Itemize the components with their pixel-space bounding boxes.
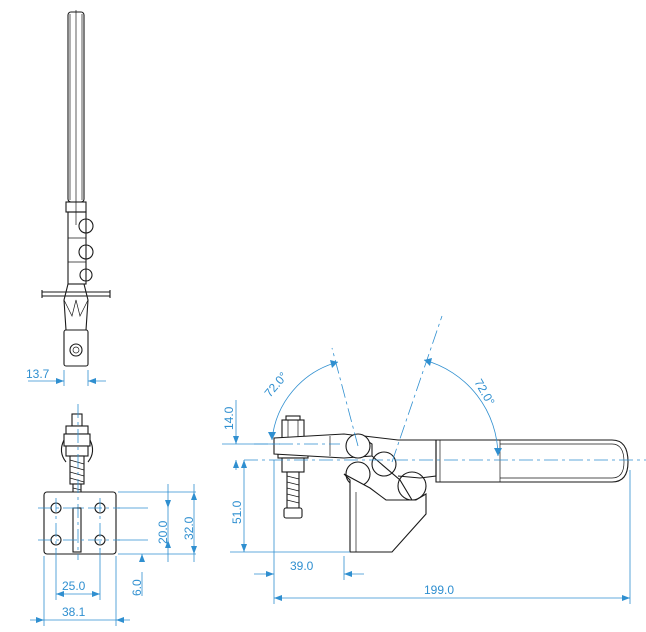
dim-base-length: 39.0 (290, 559, 314, 573)
side-view-mounting-base (343, 473, 427, 553)
dim-overall-length: 199.0 (424, 583, 454, 597)
front-view-bolt-top (71, 413, 83, 427)
dim-plate-hole-spacing-vertical: 20.0 (156, 520, 170, 544)
dim-plate-hole-offset: 6.0 (130, 579, 144, 596)
dim-plate-width: 38.1 (62, 605, 86, 619)
dim-plate-height: 32.0 (182, 516, 196, 540)
top-view: 13.7 (26, 10, 111, 386)
side-view-handle (435, 439, 629, 483)
dim-angle-left: 72.0° (262, 369, 291, 400)
side-view: 72.0° 72.0° 14.0 51.0 39.0 199.0 (222, 315, 646, 604)
side-view-clamp-bolt (281, 419, 305, 439)
dim-angle-right: 72.0° (471, 377, 497, 409)
front-view: 20.0 32.0 6.0 25.0 38.1 (30, 404, 197, 626)
dim-top-view-width: 13.7 (26, 367, 50, 381)
dim-plate-hole-spacing-horizontal: 25.0 (62, 579, 86, 593)
dim-base-height: 51.0 (230, 500, 244, 524)
dim-bolt-offset: 14.0 (222, 406, 236, 430)
